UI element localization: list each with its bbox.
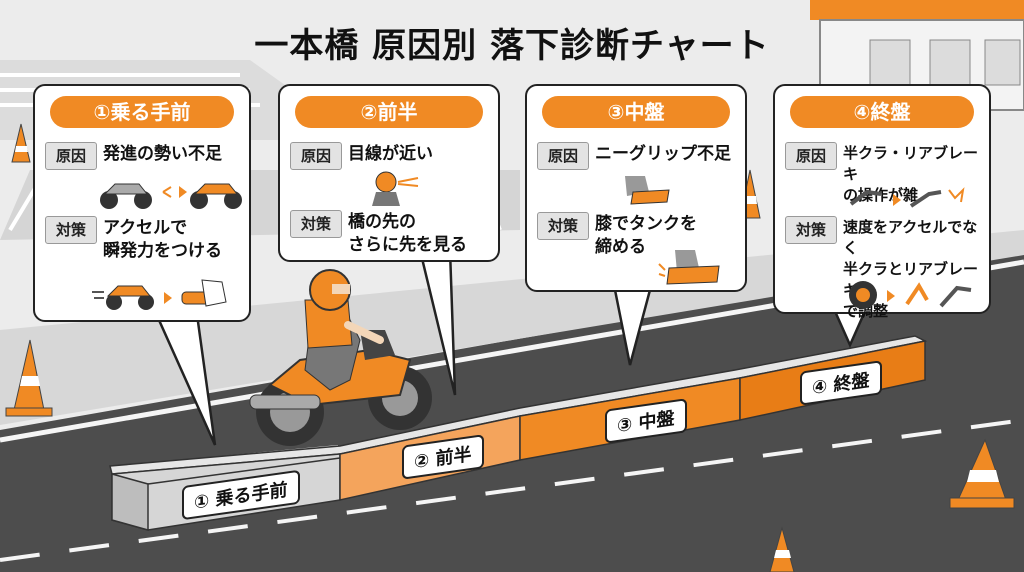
knee-grip-icon: [625, 176, 670, 205]
cause-row: 原因 半クラ・リアブレーキ の操作が雑: [785, 142, 981, 204]
measure-tag: 対策: [785, 216, 837, 244]
measure-tag: 対策: [537, 212, 589, 240]
stage-heading: ④終盤: [790, 96, 974, 128]
measure-text: 橋の先の さらに先を見る: [348, 212, 467, 255]
cause-tag: 原因: [537, 142, 589, 170]
measure-row: 対策 速度をアクセルでなく 半クラとリアブレーキ で調整: [785, 216, 981, 320]
measure-row: 対策 アクセルで 瞬発力をつける: [45, 216, 241, 266]
traffic-cone-icon: [769, 526, 795, 572]
stage-heading: ②前半: [295, 96, 483, 128]
knee-grip-icon: [658, 250, 720, 285]
measure-row: 対策 橋の先の さらに先を見る: [290, 210, 490, 260]
eye-line-icon: [372, 171, 419, 206]
rough-operation-icon: [849, 187, 965, 208]
cause-row: 原因 ニーグリップ不足: [537, 142, 737, 172]
cause-row: 原因 発進の勢い不足: [45, 142, 241, 172]
cause-tag: 原因: [290, 142, 342, 170]
stage-card-4: ④終盤 原因 半クラ・リアブレーキ の操作が雑 対策 速度をアクセルでなく 半ク…: [773, 84, 991, 320]
page-title: 一本橋 原因別 落下診断チャート: [254, 26, 770, 66]
cause-text: ニーグリップ不足: [595, 144, 731, 164]
cause-row: 原因 目線が近い: [290, 142, 490, 172]
measure-row: 対策 膝でタンクを 締める: [537, 212, 737, 262]
measure-text: 速度をアクセルでなく 半クラとリアブレーキ で調整: [843, 218, 979, 320]
traffic-cone-icon: [5, 339, 53, 417]
cause-tag: 原因: [785, 142, 837, 170]
measure-text: アクセルで 瞬発力をつける: [103, 218, 222, 261]
brake-icon: [849, 281, 972, 309]
cause-text: 発進の勢い不足: [103, 144, 222, 164]
stage-heading: ①乗る手前: [50, 96, 234, 128]
measure-tag: 対策: [45, 216, 97, 244]
stage-card-2: ②前半 原因 目線が近い 対策 橋の先の さらに先を見る: [278, 84, 500, 262]
stage-card-3: ③中盤 原因 ニーグリップ不足 対策 膝でタンクを 締める: [525, 84, 747, 292]
stage-card-1: ①乗る手前 原因 発進の勢い不足 対策 アクセルで 瞬発力をつける: [33, 84, 251, 322]
throttle-icon: [92, 279, 227, 310]
traffic-cone-icon: [11, 123, 31, 163]
cause-text: 目線が近い: [348, 144, 433, 164]
motorcycle-rider: [249, 269, 432, 446]
motorcycle-icon: [100, 183, 242, 209]
stage-heading: ③中盤: [542, 96, 730, 128]
measure-text: 膝でタンクを 締める: [595, 214, 697, 257]
cause-tag: 原因: [45, 142, 97, 170]
traffic-cone-icon: [949, 438, 1015, 509]
measure-tag: 対策: [290, 210, 342, 238]
